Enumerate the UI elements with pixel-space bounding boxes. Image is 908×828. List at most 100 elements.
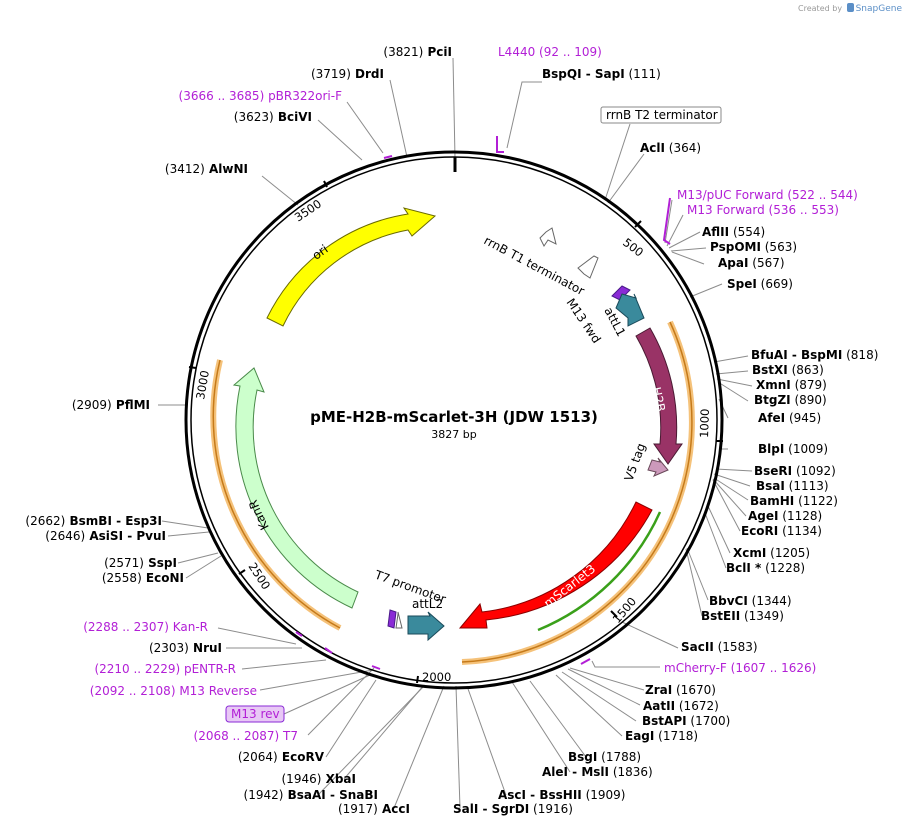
- tick-2000: 2000: [422, 670, 451, 684]
- m13-rev-box: [225, 705, 285, 723]
- site-label-econi: (2558) EcoNI: [102, 571, 184, 585]
- credit-brand: SnapGene: [855, 4, 902, 14]
- site-label-pcii: (3821) PciI: [383, 45, 452, 59]
- primer-label-m13-reverse: (2092 .. 2108) M13 Reverse: [90, 684, 257, 698]
- site-label-aflii: AflII (554): [702, 225, 765, 239]
- feature-label-rrnb-t2-terminator: rrnB T2 terminator: [606, 108, 718, 122]
- snapgene-logo-icon: [846, 3, 854, 12]
- site-label-bstapi: BstAPI (1700): [642, 714, 730, 728]
- site-label-bseri: BseRI (1092): [754, 464, 836, 478]
- backbone-outer-ring: [184, 150, 724, 690]
- plasmid-title: pME-H2B-mScarlet-3H (JDW 1513) 3827 bp: [310, 408, 598, 441]
- h2b-arrow: [635, 327, 683, 465]
- rrnb-t1-arrow: [577, 255, 599, 279]
- primer-label-l4440: L4440 (92 .. 109): [498, 45, 602, 59]
- site-label-zrai: ZraI (1670): [645, 683, 716, 697]
- site-label-pspomi: PspOMI (563): [710, 240, 797, 254]
- site-label-bsaai-snabi: (1942) BsaAI - SnaBI: [244, 788, 378, 802]
- snapgene-credit: Created by SnapGene: [798, 3, 902, 14]
- ori-arrow: [266, 207, 437, 327]
- site-label-bsgi: BsgI (1788): [568, 750, 641, 764]
- kanr-arrow: [232, 367, 359, 609]
- primer-label-m13-rev: M13 rev: [231, 707, 280, 721]
- primer-mark-kan-r: [295, 631, 303, 637]
- site-label-alei-msli: AleI - MslI (1836): [542, 765, 653, 779]
- mscarlet-label: mScarlet3: [541, 562, 598, 611]
- primer-mark-m13-puc-forward: [662, 197, 671, 245]
- v5-arrow: [647, 457, 669, 477]
- site-labels: (3821) PciI L4440 (92 .. 109) BspQI - SapI…: [25, 45, 878, 816]
- site-label-bbvci: BbvCI (1344): [709, 594, 792, 608]
- site-label-bsmbi-esp3i: (2662) BsmBI - Esp3I: [25, 514, 162, 528]
- site-label-alwni: (3412) AlwNI: [165, 162, 248, 176]
- primer-label-kan-r: (2288 .. 2307) Kan-R: [83, 620, 208, 634]
- primer-mark-pentr-r: [324, 647, 333, 654]
- primer-label-mcherry-f: mCherry-F (1607 .. 1626): [664, 661, 816, 675]
- site-label-bsai: BsaI (1113): [756, 479, 829, 493]
- mscarlet-arrow: [458, 501, 653, 629]
- leader-lines: [158, 57, 753, 809]
- site-label-nrui: (2303) NruI: [149, 641, 222, 655]
- site-label-sali-sgrdi: SalI - SgrDI (1916): [453, 802, 573, 816]
- t7-promoter-arrow: [395, 611, 403, 629]
- primer-mark-l4440: [496, 136, 504, 153]
- primer-label-t7: (2068 .. 2087) T7: [194, 729, 298, 743]
- site-label-asci-bsshii: AscI - BssHII (1909): [498, 788, 625, 802]
- site-label-afei: AfeI (945): [758, 411, 821, 425]
- site-label-bsteii: BstEII (1349): [701, 609, 784, 623]
- site-label-drdi: (3719) DrdI: [311, 67, 384, 81]
- site-label-spei: SpeI (669): [727, 277, 793, 291]
- rrnb-t1-label: rrnB T1 terminator: [482, 233, 587, 298]
- site-label-ecorv: (2064) EcoRV: [238, 750, 325, 764]
- site-label-sspi: (2571) SspI: [104, 556, 177, 570]
- tick-500: 500: [620, 235, 646, 259]
- m13-fwd-label: M13 fwd: [564, 296, 604, 346]
- primer-marks: [295, 136, 671, 670]
- site-label-acli: AclI (364): [640, 141, 701, 155]
- primer-label-m13-puc-forward: M13/pUC Forward (522 .. 544): [677, 188, 858, 202]
- site-label-xbai: (1946) XbaI: [282, 772, 357, 786]
- primer-label-m13-forward: M13 Forward (536 .. 553): [687, 203, 839, 217]
- features: [232, 207, 683, 642]
- backbone: [184, 150, 724, 690]
- site-label-acci: (1917) AccI: [338, 802, 410, 816]
- site-label-xcmi: XcmI (1205): [733, 546, 810, 560]
- rrnb-t2-box: [600, 106, 722, 124]
- site-label-bspqi-sapi: BspQI - SapI (111): [542, 67, 661, 81]
- site-label-sacii: SacII (1583): [681, 640, 758, 654]
- tick-2500: 2500: [245, 560, 273, 592]
- site-label-btgzi: BtgZI (890): [754, 393, 827, 407]
- site-label-ecori: EcoRI (1134): [741, 524, 822, 538]
- primer-label-pentr-r: (2210 .. 2229) pENTR-R: [94, 662, 236, 676]
- site-label-bfuai-bspmi: BfuAI - BspMI (818): [751, 348, 878, 362]
- site-label-asisi-pvui: (2646) AsiSI - PvuI: [45, 529, 166, 543]
- site-label-eagi: EagI (1718): [625, 729, 698, 743]
- primer-mark-m13-reverse: [371, 665, 381, 670]
- site-label-bcli: BclI * (1228): [726, 561, 805, 575]
- tick-3000: 3000: [193, 369, 212, 400]
- tick-1000: 1000: [697, 408, 712, 438]
- site-label-bstxi: BstXI (863): [752, 363, 824, 377]
- orf-arcs: [210, 320, 695, 665]
- attl2-arrow: [407, 611, 445, 642]
- primer-mark-pbr322ori-f: [383, 155, 393, 159]
- site-label-aatii: AatII (1672): [643, 699, 719, 713]
- site-label-bcivi: (3623) BciVI: [234, 110, 312, 124]
- m13-rev-arrow: [387, 609, 397, 629]
- site-label-xmni: XmnI (879): [756, 378, 827, 392]
- site-label-agei: AgeI (1128): [748, 509, 822, 523]
- site-label-pflmi: (2909) PflMI: [72, 398, 150, 412]
- plasmid-size: 3827 bp: [431, 428, 476, 441]
- v5-label: V5 tag: [622, 441, 649, 483]
- attl1-arrow: [615, 293, 645, 327]
- h2b-label: H2B: [649, 386, 668, 413]
- site-label-blpi: BlpI (1009): [758, 442, 828, 456]
- site-label-bamhi: BamHI (1122): [750, 494, 838, 508]
- rrnb-t2-arrow: [539, 227, 557, 247]
- primer-label-pbr322ori-f: (3666 .. 3685) pBR322ori-F: [179, 89, 343, 103]
- plasmid-name: pME-H2B-mScarlet-3H (JDW 1513): [310, 408, 598, 426]
- site-label-apai: ApaI (567): [718, 256, 785, 270]
- credit-prefix: Created by: [798, 4, 843, 13]
- attl2-label: attL2: [412, 597, 443, 611]
